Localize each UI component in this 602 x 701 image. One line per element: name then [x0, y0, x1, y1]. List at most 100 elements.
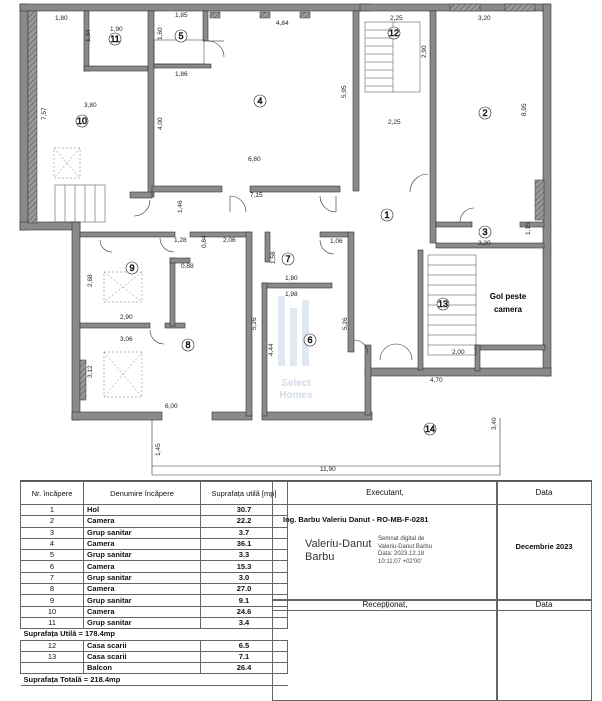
room-number-3: 3 [482, 227, 487, 237]
room-numbers: 1 2 3 4 5 6 7 8 9 10 11 12 13 14 [75, 26, 492, 436]
room-number-1: 1 [384, 210, 389, 220]
dim-label: 4,00 [157, 117, 164, 130]
table-cell-nr: 3 [20, 526, 84, 539]
room-number-6: 6 [307, 335, 312, 345]
dim-label: 3,80 [84, 102, 97, 109]
dim-label: 5,26 [251, 317, 258, 330]
room-number-10: 10 [77, 116, 87, 126]
dim-label: 3,12 [87, 365, 94, 378]
table-cell-nr: 12 [20, 639, 84, 652]
header-suprafata: Suprafața utilă [mp] [200, 481, 288, 505]
dim-label: 6,80 [248, 156, 261, 163]
signature-meta-line: 10:11:07 +02'00' [378, 558, 422, 565]
dim-label: 0,88 [181, 263, 194, 270]
signature-meta-line: Semnat digital de [378, 536, 425, 542]
table-cell-nr: 10 [20, 605, 84, 618]
title-block: Nr. încăpere Denumire încăpere Suprafața… [20, 480, 592, 701]
dim-label: 1,45 [155, 443, 162, 456]
fixtures [53, 147, 143, 398]
dim-label: 1,80 [55, 15, 68, 22]
dim-label: 3,20 [478, 240, 491, 247]
executant-box: Executant, Ing. Barbu Valeriu Danut - RO… [272, 481, 498, 601]
table-cell-name: Hol [83, 503, 201, 517]
table-cell-nr: 5 [20, 549, 84, 562]
table-cell-name: Camera [83, 537, 201, 551]
table-cell-nr: 13 [20, 650, 84, 664]
watermark-text: Homes [279, 390, 313, 401]
room-number-8: 8 [185, 340, 190, 350]
table-cell-nr: 2 [20, 515, 84, 528]
dim-label: 5,95 [341, 85, 348, 98]
table-cell-name: Grup sanitar [83, 616, 201, 630]
table-cell-name: Camera [83, 605, 201, 618]
table-cell-name: Grup sanitar [83, 549, 201, 562]
table-cell-name: Grup sanitar [83, 526, 201, 539]
stairs-13 [427, 254, 477, 356]
floor-plan: 1,80 1,90 1,34 1,85 1,60 4,84 2,25 3,20 … [19, 3, 552, 476]
dim-label: 1,46 [177, 200, 184, 213]
receptionat-header: Recepționat, [273, 600, 497, 611]
dim-label: 3,40 [491, 417, 498, 430]
dim-label: 3,06 [120, 336, 133, 343]
dim-label: 1,80 [285, 275, 298, 282]
dim-label: 7,15 [250, 192, 263, 199]
table-cell-nr: 11 [20, 616, 84, 630]
dim-label: 1,98 [285, 291, 298, 298]
watermark-logo [278, 296, 309, 366]
room-number-5: 5 [178, 31, 183, 41]
table-cell-nr: 7 [20, 571, 84, 585]
date-box-2: Data [496, 599, 592, 701]
table-cell-nr: 1 [20, 503, 84, 517]
table-cell-nr: 9 [20, 594, 84, 607]
room-number-7: 7 [285, 254, 290, 264]
table-header: Nr. încăpere Denumire încăpere Suprafața… [20, 481, 288, 505]
dim-label: 2,90 [120, 314, 133, 321]
date-value: Decembrie 2023 [515, 542, 573, 551]
table-cell-name: Casa scarii [83, 639, 201, 652]
dim-label: 1,28 [174, 237, 187, 244]
rooms-table: Nr. încăpere Denumire încăpere Suprafața… [20, 481, 288, 686]
table-cell-name: Grup sanitar [83, 571, 201, 585]
dim-label: 6,00 [165, 403, 178, 410]
signature-meta: Semnat digital de Valeriu-Danut Barbu Da… [378, 536, 432, 566]
date-header: Data [497, 482, 591, 505]
table-cell-nr: 4 [20, 537, 84, 551]
dim-label: 4,70 [430, 377, 443, 384]
dim-label: 2,25 [390, 15, 403, 22]
room-number-13: 13 [438, 299, 448, 309]
dim-label: 3,20 [478, 15, 491, 22]
dim-label: 11,90 [320, 466, 336, 473]
dim-label: 4,84 [276, 20, 289, 27]
void-label: Gol peste [490, 292, 527, 301]
dim-label: 1,90 [110, 26, 123, 33]
balcony-outline [151, 418, 501, 476]
table-cell-name: Grup sanitar [83, 594, 201, 607]
signature-name: Valeriu-Danut Barbu [305, 538, 372, 563]
dim-label: 2,25 [388, 119, 401, 126]
watermark-text: Select [281, 378, 311, 389]
walls [19, 3, 552, 421]
table-cell-name: Camera [83, 583, 201, 596]
signature-meta-line: Data: 2023.12.18 [378, 551, 425, 557]
room-number-11: 11 [110, 34, 119, 44]
room-number-2: 2 [482, 108, 487, 118]
engineer-name: Ing. Barbu Valeriu Danut - RO-MB-F-0281 [283, 515, 429, 524]
receptionat-box: Recepționat, [272, 599, 498, 701]
dim-label: 2,90 [421, 45, 428, 58]
summary-text: Suprafața Utilă = 178.4mp [20, 628, 288, 641]
signature-meta-line: Valeriu-Danut Barbu [378, 543, 432, 550]
header-denumire: Denumire încăpere [83, 481, 201, 505]
date-box: Data Decembrie 2023 [496, 481, 592, 601]
dim-label: 1,34 [85, 29, 92, 42]
header-nr: Nr. încăpere [20, 481, 84, 505]
dim-label: 5,26 [342, 317, 349, 330]
